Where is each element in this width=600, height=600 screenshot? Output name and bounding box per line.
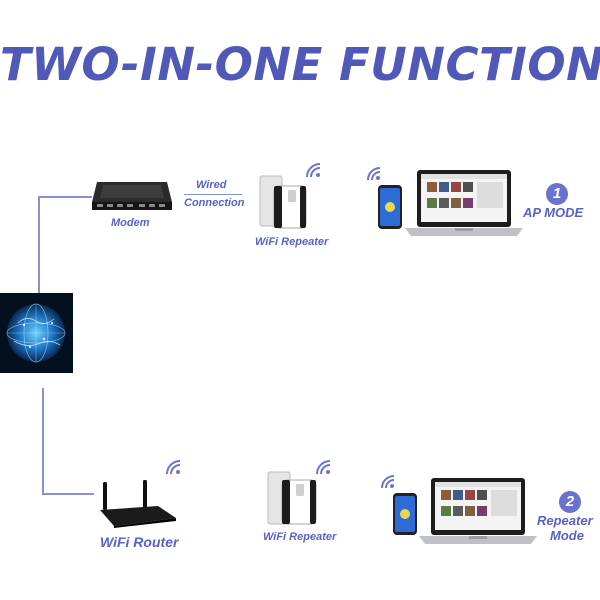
connection-label: Connection [184, 197, 245, 209]
laptop-icon [419, 476, 537, 546]
router-label: WiFi Router [100, 534, 179, 550]
page-title: TWO-IN-ONE FUNCTION [0, 38, 600, 91]
connector-modem-vertical [38, 197, 40, 294]
wired-connection-line [184, 194, 242, 195]
smartphone-icon [378, 185, 402, 229]
ap-mode-label: AP MODE [523, 205, 584, 220]
repeater-mode-label-line2: Mode [550, 528, 584, 543]
laptop-icon [405, 168, 523, 238]
mode-number-badge: 1 [546, 183, 568, 205]
repeater-label-mode2: WiFi Repeater [263, 531, 337, 543]
connector-router-horizontal [42, 493, 94, 495]
mode-number-badge: 2 [559, 491, 581, 513]
wired-label: Wired [196, 179, 227, 191]
wifi-repeater-icon [266, 470, 318, 528]
modem-label: Modem [111, 217, 150, 229]
wifi-signal-icon [380, 474, 398, 490]
connector-modem-horizontal [38, 196, 92, 198]
repeater-label-mode1: WiFi Repeater [255, 236, 329, 248]
connector-router-vertical [42, 388, 44, 494]
wifi-signal-icon [366, 166, 384, 182]
globe-icon [0, 293, 73, 373]
router-icon [96, 478, 178, 528]
smartphone-icon [393, 493, 417, 535]
wifi-repeater-icon [258, 172, 308, 230]
wifi-signal-icon [164, 458, 184, 476]
repeater-mode-label: Repeater [537, 513, 593, 528]
modem-icon [91, 178, 173, 216]
wifi-signal-icon [304, 161, 324, 179]
wifi-signal-icon [314, 458, 334, 476]
